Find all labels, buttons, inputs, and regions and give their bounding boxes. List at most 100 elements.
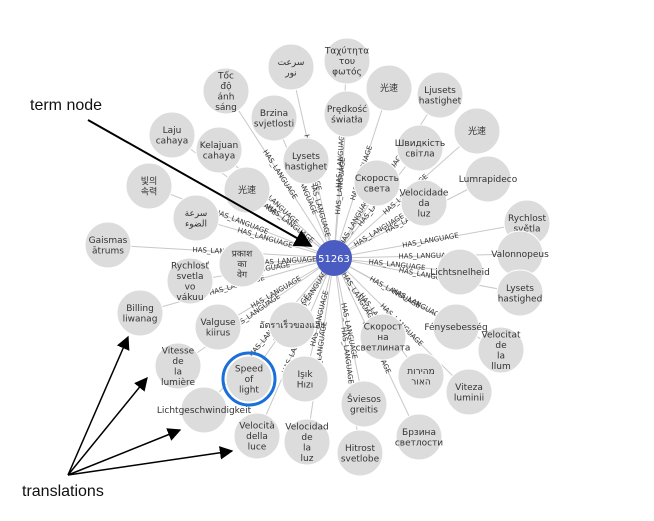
translation-node-circle[interactable] [340, 380, 388, 428]
translation-node-circle[interactable] [223, 166, 271, 214]
translation-node-circle[interactable] [154, 342, 202, 390]
translation-node-label: svjetlosti [254, 119, 294, 129]
translation-node[interactable]: Valonnopeus [491, 230, 549, 278]
translation-node-circle[interactable] [84, 221, 132, 269]
edge [107, 244, 335, 259]
translation-node-circle[interactable] [194, 303, 242, 351]
translation-node[interactable]: प्रकाशकावेग [218, 240, 266, 288]
translation-node-circle[interactable] [445, 368, 493, 416]
translation-node-label: luce [248, 443, 267, 453]
translation-node-circle[interactable] [281, 355, 329, 403]
translation-node-circle[interactable] [477, 326, 525, 374]
translation-node-label: light [239, 386, 259, 396]
translation-node-circle[interactable] [195, 126, 243, 174]
translation-node-circle[interactable] [395, 413, 443, 461]
translation-node-circle[interactable] [116, 289, 164, 337]
translation-node-circle[interactable] [336, 429, 384, 477]
translation-node-circle[interactable] [268, 301, 316, 349]
translation-node-circle[interactable] [436, 248, 484, 296]
translation-node-circle[interactable] [180, 386, 228, 434]
term-node-circle[interactable] [316, 240, 352, 276]
translation-node[interactable]: Lichtgeschwindigkeit [157, 386, 252, 434]
translation-node[interactable]: อัตราเร็วของแสง [259, 301, 325, 349]
translation-node-circle[interactable] [359, 313, 407, 361]
translation-node-circle[interactable] [202, 67, 250, 115]
translation-node-circle[interactable] [172, 194, 220, 242]
translation-node[interactable]: Lumrapideco [459, 155, 518, 203]
translation-node-circle[interactable] [267, 43, 315, 91]
translation-node-circle[interactable] [233, 412, 281, 460]
translation-node-circle[interactable] [283, 418, 331, 466]
term-node-label: 51263 [318, 254, 350, 265]
edge [333, 222, 528, 259]
translation-node-label: Velocidade [400, 189, 449, 199]
translation-node[interactable]: 光速 [223, 166, 271, 214]
term-node[interactable]: 51263 [316, 240, 352, 276]
translation-node-label: อัตราเร็วของแสง [259, 318, 325, 331]
translation-node-label: का [237, 260, 247, 270]
translation-node-circle[interactable] [496, 269, 544, 317]
translation-node-circle[interactable] [353, 159, 401, 207]
translation-node[interactable]: Fénysebesség [424, 303, 488, 351]
translation-node-circle[interactable] [464, 155, 512, 203]
translation-node[interactable]: 光速 [365, 64, 413, 112]
translation-node-circle[interactable] [453, 107, 501, 155]
translation-node-circle[interactable] [396, 124, 444, 172]
translation-node[interactable]: Lichtsnelheid [430, 248, 490, 296]
edge-label: HAS_LANGUAGE [192, 246, 250, 257]
edge [306, 257, 335, 443]
translation-node-circle[interactable] [282, 137, 330, 185]
translation-node-circle[interactable] [397, 352, 445, 400]
translation-node-circle[interactable] [148, 111, 196, 159]
translation-node-label: Prędkość [327, 104, 367, 115]
translation-node-circle[interactable] [250, 94, 298, 142]
translation-node-label: светлината [356, 344, 411, 354]
translation-node-label: Brzina [260, 109, 288, 119]
translation-node[interactable]: 光速 [453, 107, 501, 155]
translation-node-circle[interactable] [432, 303, 480, 351]
translation-node-label: della [246, 432, 268, 442]
translation-node-circle[interactable] [323, 37, 371, 85]
translation-node-circle[interactable] [400, 179, 448, 227]
translation-node-circle[interactable] [416, 71, 464, 119]
translation-node-circle[interactable] [365, 64, 413, 112]
translation-node-circle[interactable] [166, 257, 214, 305]
translation-node-circle[interactable] [125, 162, 173, 210]
translation-node-circle[interactable] [218, 240, 266, 288]
edge [273, 117, 335, 259]
translation-node-circle[interactable] [323, 90, 371, 138]
translation-node-circle[interactable] [225, 355, 273, 403]
